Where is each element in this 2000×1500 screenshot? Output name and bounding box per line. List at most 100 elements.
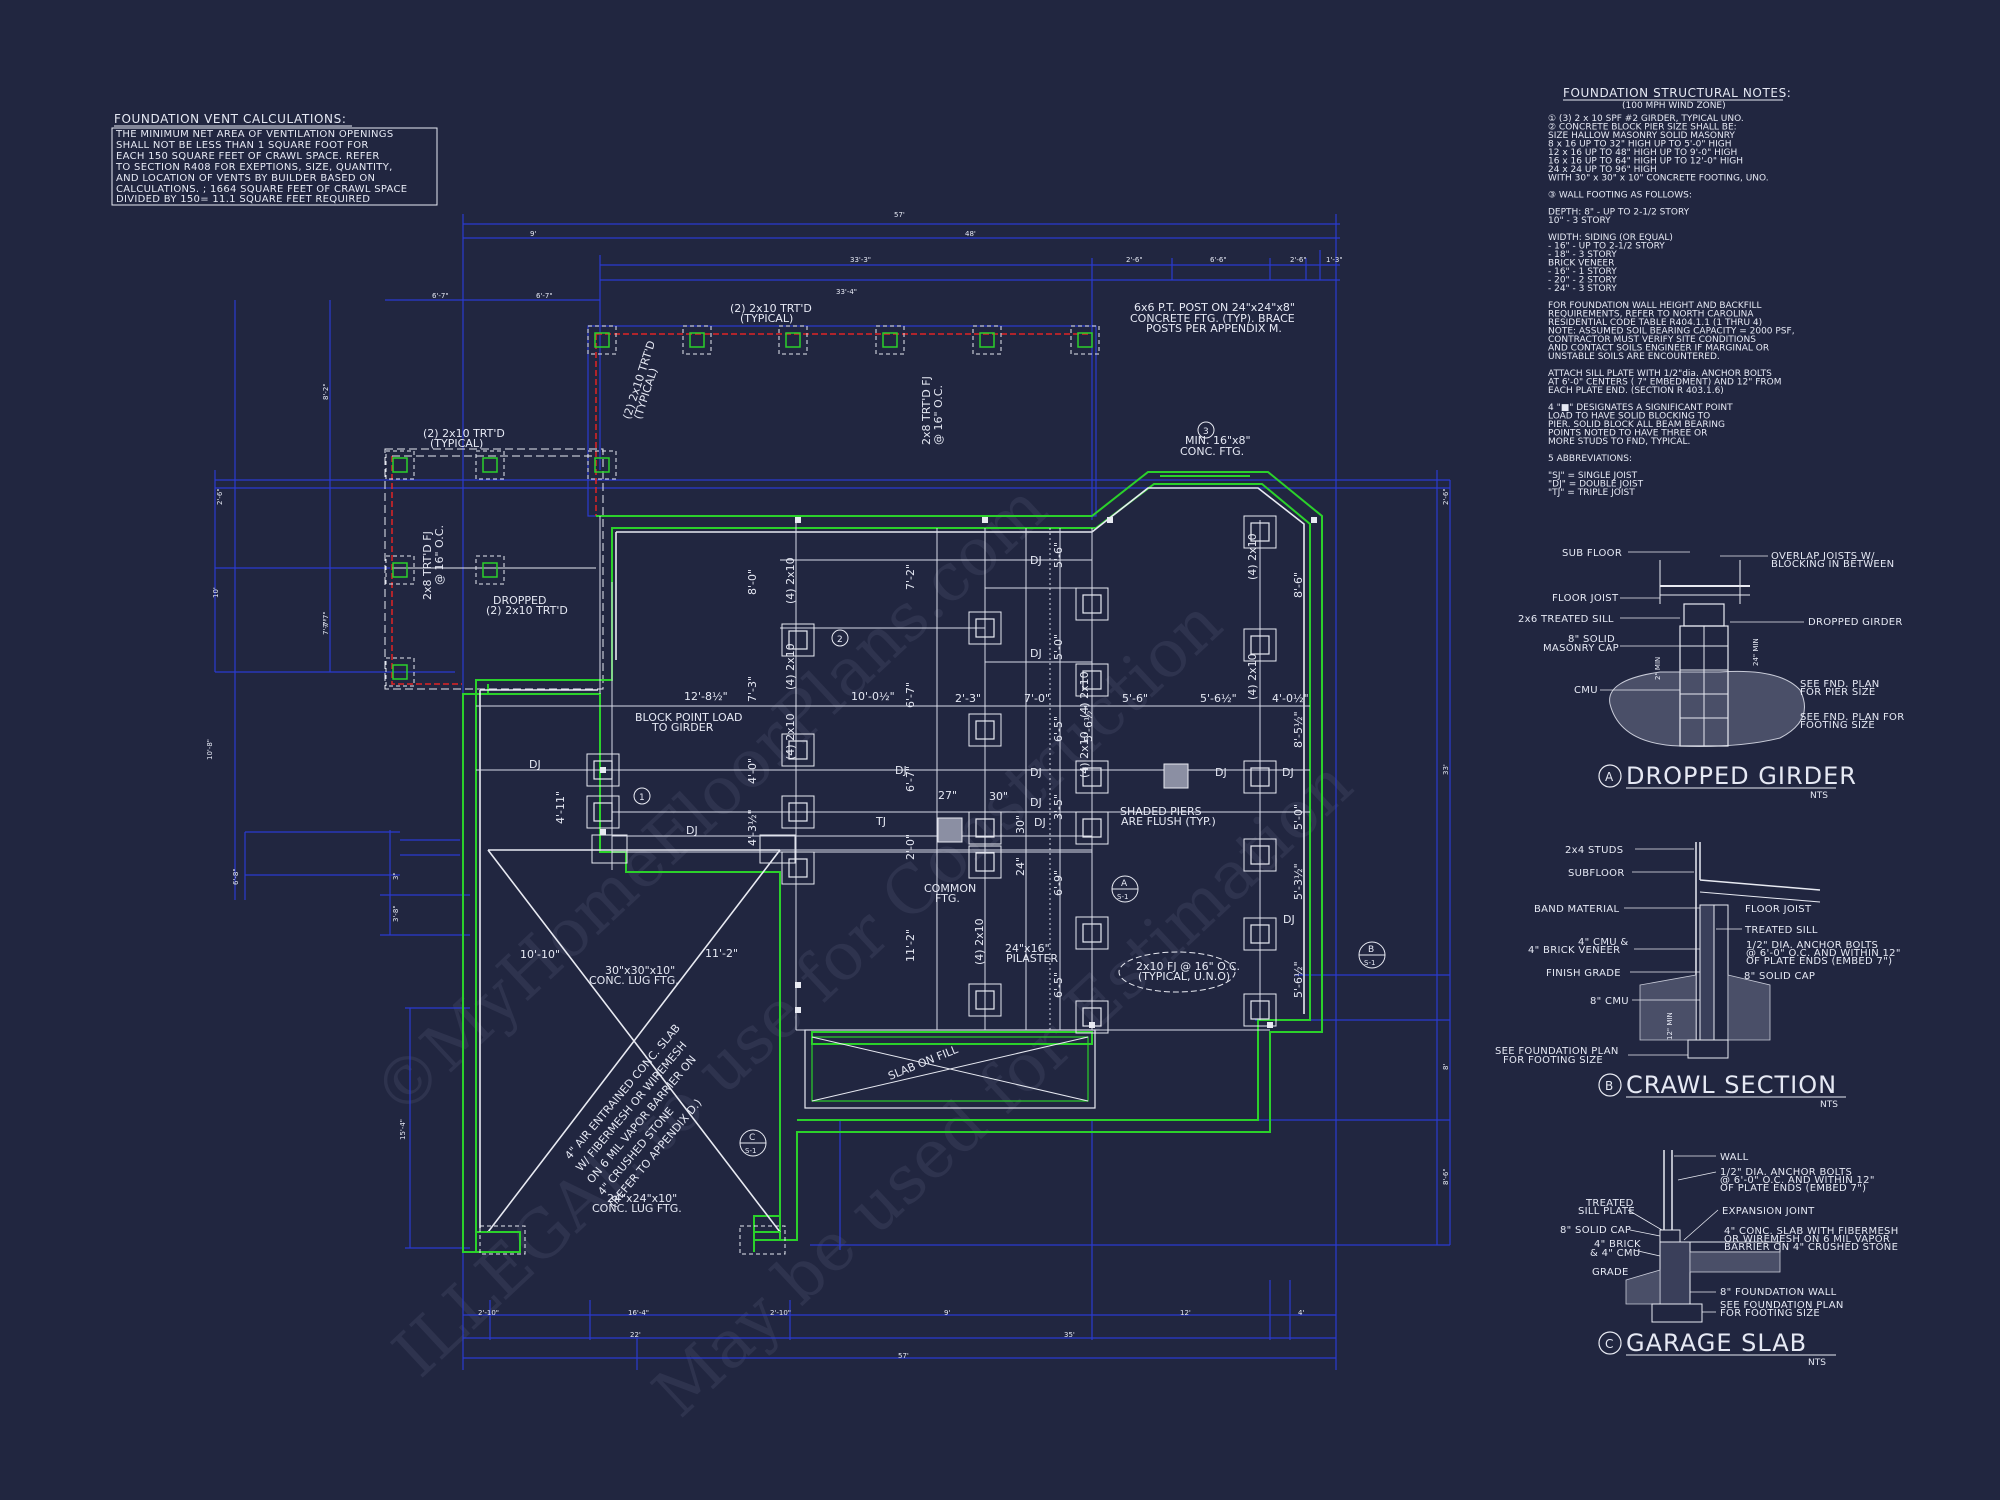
pier xyxy=(975,720,995,740)
pier-footing xyxy=(1075,1000,1109,1034)
notes-line: "DJ" = DOUBLE JOIST xyxy=(1548,480,1644,490)
callout-circle xyxy=(1197,421,1215,439)
joist-label: DJ xyxy=(1034,816,1046,829)
top-dimension: 6'-6" xyxy=(1210,256,1227,264)
interior-dimension: 5'-0" xyxy=(1292,804,1305,830)
detail-c-label: 8" FOUNDATION WALL xyxy=(1720,1287,1837,1298)
girder-label: (4) 2x10 xyxy=(1246,533,1259,580)
pier-footing xyxy=(968,983,1002,1017)
interior-dimension: 8'-6" xyxy=(1292,572,1305,598)
pier-footing xyxy=(968,811,1002,845)
interior-dimension: 6'-9" xyxy=(1052,870,1065,896)
detail-a-label: BLOCKING IN BETWEEN xyxy=(1771,559,1894,570)
left-dimension: 3" xyxy=(392,872,400,880)
notes-line: - 20" - 2 STORY xyxy=(1548,276,1617,286)
interior-dimension: 2'-3" xyxy=(955,692,981,705)
point-load-marker xyxy=(795,982,801,988)
porch-pier-post xyxy=(594,457,610,473)
pier xyxy=(788,630,808,650)
girder-label: (4) 2x10 xyxy=(973,918,986,965)
interior-dimension: 5'-6" xyxy=(1122,692,1148,705)
vent-line: DIVIDED BY 150= 11.1 SQUARE FEET REQUIRE… xyxy=(116,194,370,205)
girder-label: (4) 2x10 xyxy=(784,643,797,690)
notes-line: 12 x 16 UP TO 48" HIGH UP TO 9'-0" HIGH xyxy=(1548,148,1737,158)
porch-pier xyxy=(587,325,617,355)
piers xyxy=(385,325,1317,1034)
notes-line: 8 x 16 UP TO 32" HIGH UP TO 5'-0" HIGH xyxy=(1548,140,1732,150)
porch-pier xyxy=(475,555,505,585)
right-dimension: 8'-6" xyxy=(1442,1168,1450,1185)
notes-line: LOAD TO HAVE SOLID BLOCKING TO xyxy=(1548,412,1710,422)
left-dimension: 15'-4" xyxy=(399,1119,407,1140)
vent-line: EACH 150 SQUARE FEET OF CRAWL SPACE. REF… xyxy=(116,151,380,162)
plan-label: (TYPICAL, U.N.O) xyxy=(1138,970,1230,983)
vent-line: THE MINIMUM NET AREA OF VENTILATION OPEN… xyxy=(115,129,393,140)
plan-label: 30"x30"x10" xyxy=(605,964,675,977)
pier-footing xyxy=(586,795,620,829)
porch-pier xyxy=(972,325,1002,355)
structural-notes: FOUNDATION STRUCTURAL NOTES: (100 MPH WI… xyxy=(1548,86,1795,498)
notes-line: POINTS NOTED TO HAVE THREE OR xyxy=(1548,429,1707,439)
top-dimension: 1'-3" xyxy=(1326,256,1343,264)
detail-a-label: FLOOR JOIST xyxy=(1552,593,1619,604)
detail-b-label: 4" BRICK VENEER xyxy=(1528,945,1620,956)
porch-pier xyxy=(385,657,415,687)
porch-pier xyxy=(778,325,808,355)
interior-dimension: 3'-5" xyxy=(1052,794,1065,820)
notes-line: 10" - 3 STORY xyxy=(1548,216,1611,226)
pier xyxy=(1250,522,1270,542)
interior-dimension: 4'-0½" xyxy=(1272,692,1309,705)
pier-footing xyxy=(1075,587,1109,621)
notes-line: - 16" - UP TO 2-1/2 STORY xyxy=(1548,242,1665,252)
interior-dimension: 10'-0½" xyxy=(851,690,895,703)
plan-label: FTG. xyxy=(935,892,960,905)
notes-line: - 18" - 3 STORY xyxy=(1548,250,1617,260)
plan-label: ARE FLUSH (TYP.) xyxy=(1121,815,1216,828)
pier-footing xyxy=(781,623,815,657)
pier xyxy=(1082,767,1102,787)
detail-a-label: SEE FND. PLAN FOR xyxy=(1800,712,1904,723)
section-sheet: S-1 xyxy=(745,1147,756,1155)
notes-line: 4 "■" DESIGNATES A SIGNIFICANT POINT xyxy=(1548,403,1733,413)
notes-subtitle: (100 MPH WIND ZONE) xyxy=(1622,101,1726,111)
pier-footing xyxy=(968,845,1002,879)
porch-pier-post xyxy=(392,562,408,578)
porch-pier-post xyxy=(979,332,995,348)
plan-label: @ 16" O.C. xyxy=(932,385,945,445)
detail-a-label: DROPPED GIRDER xyxy=(1808,617,1903,628)
plan-label: BLOCK POINT LOAD xyxy=(635,711,743,724)
vent-title: FOUNDATION VENT CALCULATIONS: xyxy=(114,112,346,126)
joist-cloud xyxy=(1118,951,1236,993)
section-letter: C xyxy=(749,1133,755,1143)
notes-line: SIZE HALLOW MASONRY SOLID MASONRY xyxy=(1548,131,1735,141)
detail-b-label: 4" CMU & xyxy=(1578,937,1628,948)
porch-pier xyxy=(385,450,415,480)
point-load-marker xyxy=(600,829,606,835)
joist-label: DJ xyxy=(529,758,541,771)
interior-dimension: 30" xyxy=(989,790,1008,803)
notes-line: ① (3) 2 x 10 SPF #2 GIRDER, TYPICAL UNO. xyxy=(1548,114,1744,124)
detail-c-letter: C xyxy=(1605,1337,1614,1351)
pier xyxy=(593,802,613,822)
interior-dimension: 7'-3" xyxy=(746,676,759,702)
interior-dimension: 11'-2" xyxy=(904,929,917,962)
detail-b-scale: NTS xyxy=(1820,1100,1838,1110)
left-dimension: 3'-8" xyxy=(392,905,400,922)
pier xyxy=(975,852,995,872)
plan-label: 2x8 TRT'D FJ xyxy=(421,531,434,600)
notes-line: DEPTH: 8" - UP TO 2-1/2 STORY xyxy=(1548,208,1690,218)
pier-footing xyxy=(781,733,815,767)
detail-a-label: OVERLAP JOISTS W/ xyxy=(1771,551,1875,562)
porch-pier xyxy=(682,325,712,355)
girder-label: (4) 2x10 xyxy=(1078,671,1091,718)
detail-c-label: 8" SOLID CAP xyxy=(1560,1225,1631,1236)
detail-c-label: 4" CONC. SLAB WITH FIBERMESH xyxy=(1724,1226,1899,1237)
bottom-dimension: 9' xyxy=(944,1309,950,1317)
section-letter: B xyxy=(1368,945,1374,955)
framing-lines xyxy=(476,516,1310,1031)
detail-a-label: 2x6 TREATED SILL xyxy=(1518,614,1614,625)
top-dimension: 57' xyxy=(894,211,905,219)
notes-line: AND CONTACT SOILS ENGINEER IF MARGINAL O… xyxy=(1548,344,1769,354)
detail-c-label: 4" BRICK xyxy=(1594,1239,1641,1250)
